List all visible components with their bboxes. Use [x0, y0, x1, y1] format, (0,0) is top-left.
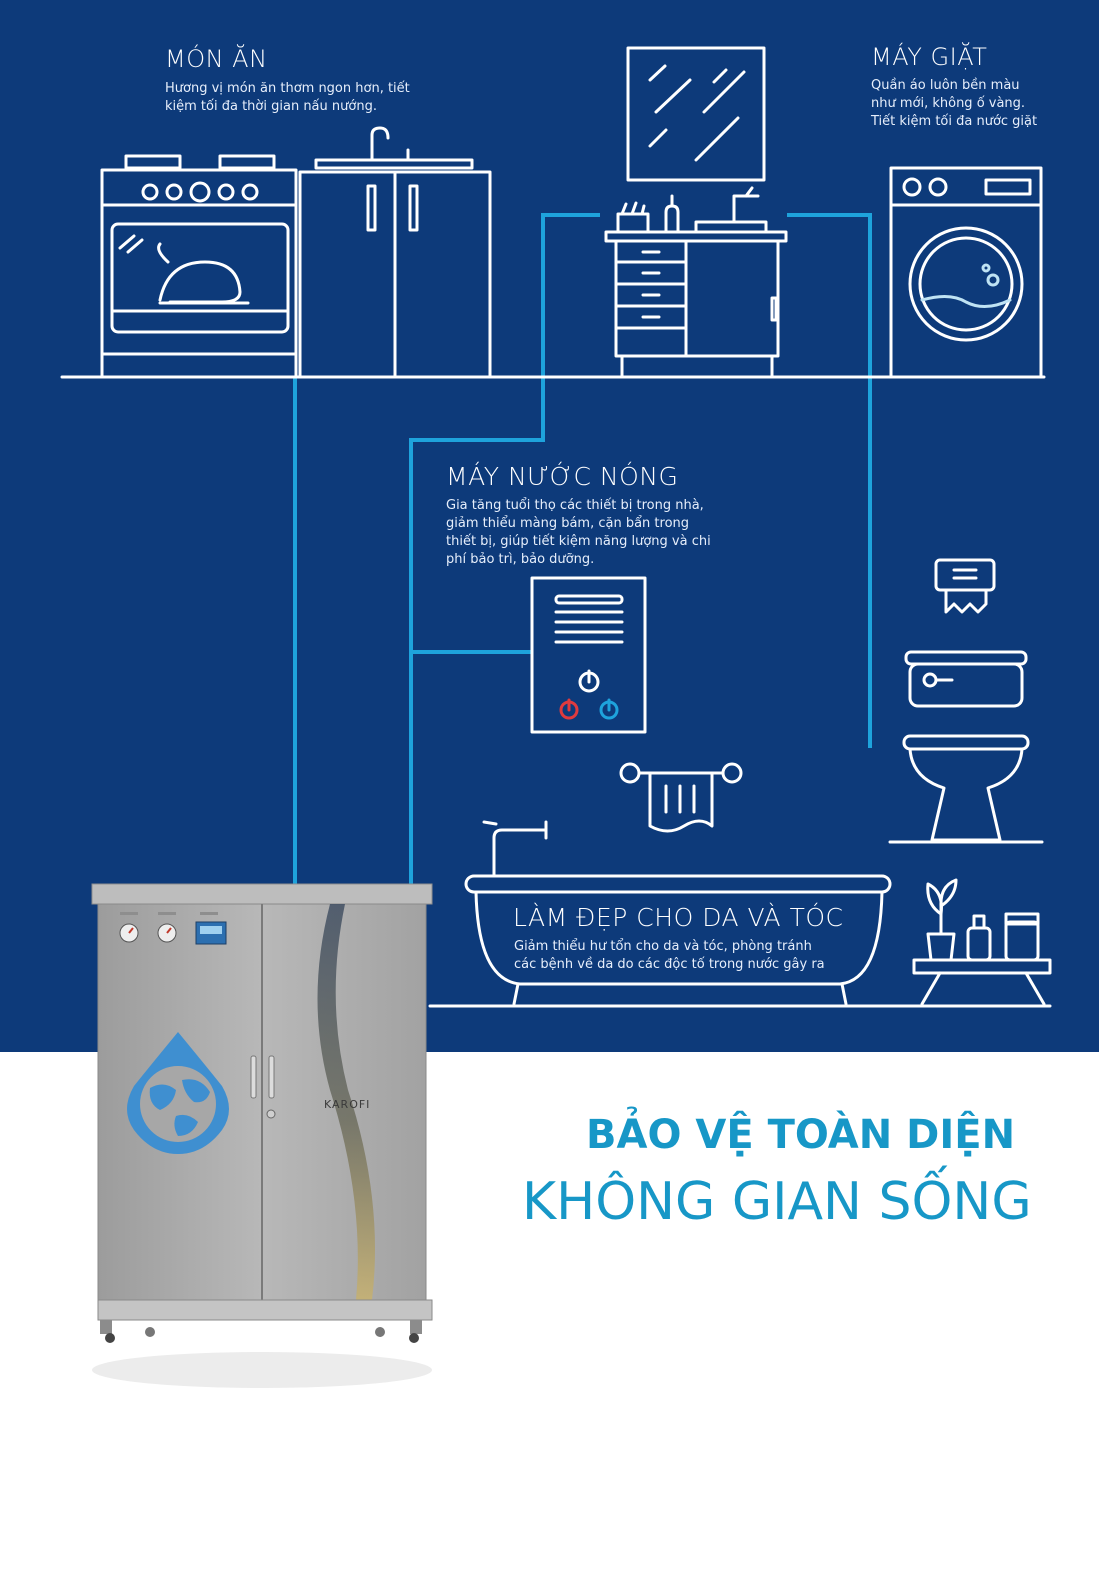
- heater-desc-line: giảm thiểu màng bám, cặn bẩn trong: [446, 516, 690, 531]
- washing-desc-line: Tiết kiệm tối đa nước giặt: [871, 114, 1038, 129]
- water-filter-cabinet: [91, 883, 433, 1388]
- beauty-desc-line: các bệnh về da do các độc tố trong nước …: [514, 957, 825, 972]
- heater-desc-line: thiết bị, giúp tiết kiệm năng lượng và c…: [446, 534, 711, 549]
- bathroom-vanity-icon: [604, 186, 788, 379]
- shelf-plant-icon: [912, 878, 1052, 1006]
- heater-title: MÁY NƯỚC NÓNG: [446, 462, 679, 491]
- water-drop-globe-icon: [127, 1032, 229, 1154]
- towel-rack-icon: [619, 762, 743, 833]
- heater-description: Gia tăng tuổi thọ các thiết bị trong nhà…: [446, 497, 711, 569]
- washing-title: MÁY GIẶT: [871, 43, 988, 71]
- beauty-title: LÀM ĐẸP CHO DA VÀ TÓC: [513, 903, 844, 932]
- washing-desc-line: Quần áo luôn bền màu: [871, 78, 1020, 93]
- washing-desc-line: như mới, không ố vàng.: [871, 96, 1026, 111]
- oven-icon: [100, 154, 298, 379]
- food-title: MÓN ĂN: [165, 45, 268, 73]
- food-desc-line: kiệm tối đa thời gian nấu nướng.: [165, 99, 377, 114]
- toilet-icon: [888, 650, 1044, 844]
- washing-machine-icon: [889, 166, 1043, 379]
- food-desc-line: Hương vị món ăn thơm ngon hơn, tiết: [165, 81, 410, 96]
- washing-description: Quần áo luôn bền màu như mới, không ố và…: [871, 77, 1037, 131]
- food-description: Hương vị món ăn thơm ngon hơn, tiết kiệm…: [165, 80, 410, 116]
- bathtub-icon: [464, 820, 892, 1006]
- heater-desc-line: Gia tăng tuổi thọ các thiết bị trong nhà…: [446, 498, 704, 513]
- mirror-icon: [626, 46, 766, 182]
- toilet-paper-icon: [934, 558, 996, 614]
- tagline-line-1: BẢO VỆ TOÀN DIỆN: [586, 1112, 1016, 1158]
- tagline-line-2: KHÔNG GIAN SỐNG: [522, 1172, 1032, 1232]
- water-pipes: [293, 213, 872, 885]
- sink-cabinet-icon: [298, 126, 492, 379]
- beauty-description: Giảm thiểu hư tổn cho da và tóc, phòng t…: [514, 938, 825, 974]
- water-heater-icon: [530, 576, 647, 734]
- beauty-desc-line: Giảm thiểu hư tổn cho da và tóc, phòng t…: [514, 939, 812, 954]
- heater-desc-line: phí bảo trì, bảo dưỡng.: [446, 552, 595, 567]
- cabinet-brand-label: KAROFI: [324, 1098, 371, 1111]
